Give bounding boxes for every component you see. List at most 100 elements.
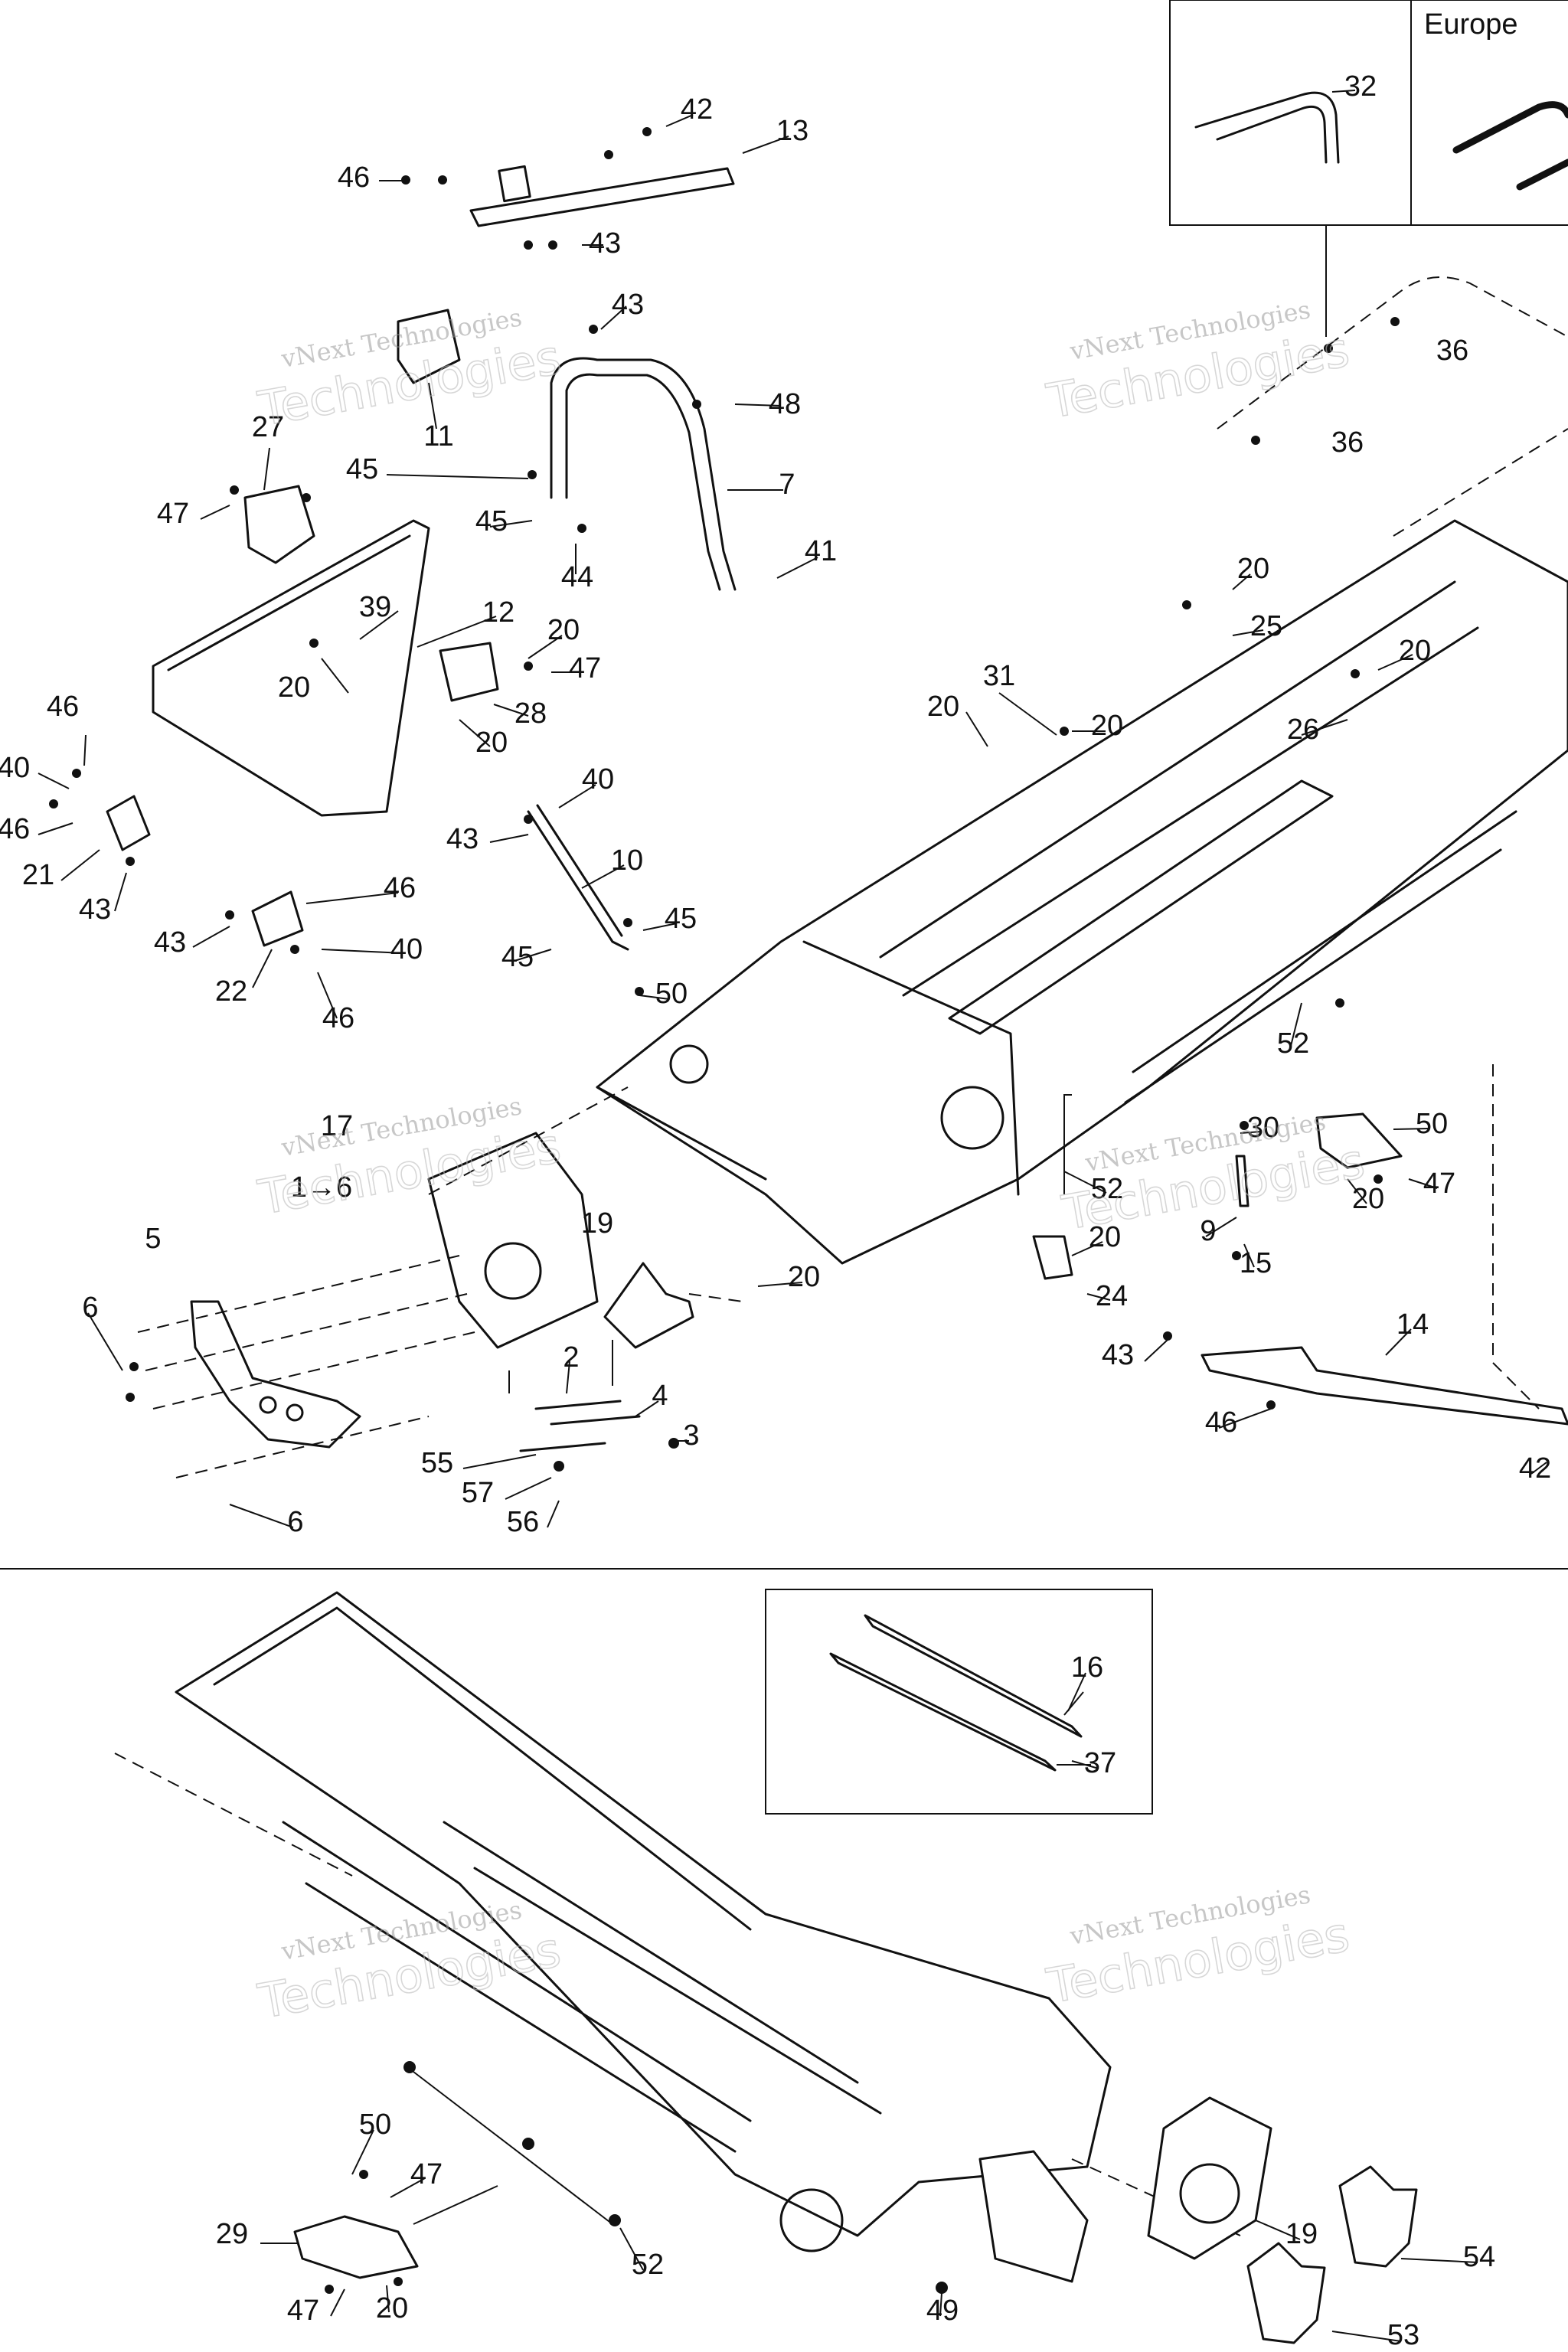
europe-label: Europe xyxy=(1424,8,1518,41)
callout-c45c: 45 xyxy=(665,903,697,935)
callout-c6b: 6 xyxy=(287,1506,303,1538)
part-29-footrest xyxy=(293,2215,419,2279)
part-11-bracket xyxy=(397,309,461,384)
part-24-bracket xyxy=(1032,1235,1073,1280)
part-27-bracket xyxy=(243,485,315,564)
callout-c39: 39 xyxy=(359,591,391,623)
chassis-tunnel xyxy=(596,519,1568,1265)
callout-c6a: 6 xyxy=(82,1292,98,1324)
callout-c42a: 42 xyxy=(681,93,713,126)
callout-c20a: 20 xyxy=(547,614,580,646)
callout-c20d: 20 xyxy=(1237,553,1269,585)
callout-c46b: 46 xyxy=(47,691,79,723)
main-chassis-upper xyxy=(137,519,1568,1478)
callout-c26: 26 xyxy=(1287,714,1319,746)
callout-c12: 12 xyxy=(482,596,514,629)
callout-c20k: 20 xyxy=(376,2292,408,2324)
tunnel-bar-outline xyxy=(1217,276,1568,430)
callout-c45b: 45 xyxy=(475,505,508,537)
part-28-bracket xyxy=(439,642,499,702)
callout-c50b: 50 xyxy=(1416,1108,1448,1140)
part-19-bracket xyxy=(603,1262,694,1349)
callout-c2: 2 xyxy=(563,1341,579,1374)
callout-c10: 10 xyxy=(611,844,643,877)
callout-c37: 37 xyxy=(1084,1747,1116,1779)
callout-c29: 29 xyxy=(216,2218,248,2250)
chassis-tunnel-lower xyxy=(175,1591,1112,2237)
callout-c14: 14 xyxy=(1396,1308,1429,1341)
callout-c25: 25 xyxy=(1250,610,1282,642)
callout-c42b: 42 xyxy=(1519,1452,1551,1485)
callout-c44: 44 xyxy=(561,561,593,593)
callout-c7: 7 xyxy=(779,469,795,501)
callout-c52c: 52 xyxy=(632,2249,664,2281)
callout-c19a: 19 xyxy=(581,1207,613,1240)
upper-assembly xyxy=(106,165,1568,951)
callout-c16: 16 xyxy=(1071,1651,1103,1684)
callout-c36b: 36 xyxy=(1331,426,1364,459)
callout-c4: 4 xyxy=(652,1380,668,1412)
part-9-pin xyxy=(1235,1155,1250,1207)
part-54-pad xyxy=(1338,2165,1418,2268)
callout-c52b: 52 xyxy=(1091,1173,1123,1205)
part-53-pad xyxy=(1246,2242,1326,2344)
callout-c47a: 47 xyxy=(157,498,189,530)
callout-c43a: 43 xyxy=(589,227,621,260)
callout-c31: 31 xyxy=(983,660,1015,692)
hardware-fasteners xyxy=(49,127,1400,2294)
part-13-bar xyxy=(469,167,735,227)
callout-c43f: 43 xyxy=(1102,1339,1134,1371)
callout-c36a: 36 xyxy=(1436,335,1468,367)
rail-37 xyxy=(829,1652,1057,1772)
callout-c40a: 40 xyxy=(0,752,30,784)
callout-c5: 5 xyxy=(145,1223,161,1255)
europe-inset: Europe xyxy=(1169,0,1568,337)
main-chassis-lower xyxy=(114,1591,1418,2344)
callout-c21: 21 xyxy=(22,859,54,891)
callout-c49: 49 xyxy=(926,2295,959,2327)
front-bracket-lower xyxy=(978,2150,1089,2283)
callout-c43d: 43 xyxy=(446,823,479,855)
callout-c46c: 46 xyxy=(0,813,30,845)
callout-c48: 48 xyxy=(769,388,801,420)
callout-c46e: 46 xyxy=(322,1002,354,1034)
callout-c57: 57 xyxy=(462,1477,494,1509)
part-19-bracket-lower xyxy=(1147,2096,1272,2260)
tunnel-bar-europe xyxy=(1452,101,1568,154)
callout-c45d: 45 xyxy=(501,941,534,973)
part-21-bracket xyxy=(106,795,151,851)
callout-c20e: 20 xyxy=(1399,635,1431,667)
callout-c41: 41 xyxy=(805,535,837,567)
callout-c46f: 46 xyxy=(1205,1406,1237,1439)
rail-inset xyxy=(765,1589,1153,1815)
callout-c20c: 20 xyxy=(475,727,508,759)
callout-c56: 56 xyxy=(507,1506,539,1538)
callout-c19b: 19 xyxy=(1285,2218,1318,2250)
part-22-bracket xyxy=(251,890,304,947)
callout-c30: 30 xyxy=(1247,1112,1279,1144)
callout-c40c: 40 xyxy=(390,933,423,965)
callout-c47b: 47 xyxy=(569,652,601,684)
callout-c47d: 47 xyxy=(410,2158,443,2190)
part-12-frame xyxy=(152,519,430,817)
callout-c50c: 50 xyxy=(359,2109,391,2141)
front-bracket-1-6 xyxy=(427,1132,599,1349)
callout-c50a: 50 xyxy=(655,978,688,1010)
callout-c32: 32 xyxy=(1344,70,1377,103)
callout-c20j: 20 xyxy=(788,1261,820,1293)
callout-c11: 11 xyxy=(423,420,453,452)
part-5-plate xyxy=(190,1300,361,1449)
callout-c1to6: 1→6 xyxy=(291,1171,352,1204)
callout-c43e: 43 xyxy=(154,926,186,959)
callout-c46a: 46 xyxy=(338,162,370,194)
callout-c47c: 47 xyxy=(1423,1168,1455,1200)
callout-c24: 24 xyxy=(1096,1280,1128,1312)
callout-c9: 9 xyxy=(1200,1215,1216,1247)
callout-c43b: 43 xyxy=(612,289,644,321)
callout-c55: 55 xyxy=(421,1447,453,1479)
callout-c43c: 43 xyxy=(79,893,111,926)
callout-c22: 22 xyxy=(215,975,247,1008)
part-7-loop xyxy=(550,357,737,591)
callout-c20f: 20 xyxy=(927,691,959,723)
